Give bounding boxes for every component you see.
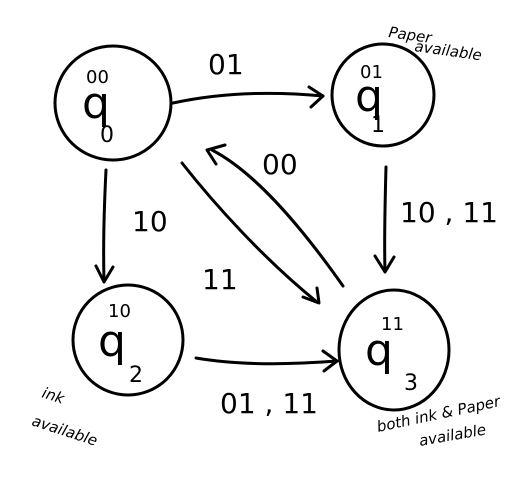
edge-q0-q2-arrowhead (94, 264, 115, 284)
edge-q3-q0-arrowhead (205, 143, 227, 166)
state-q3-circle (337, 288, 451, 412)
state-q1: q 01 1 (330, 42, 436, 148)
edge-q1-q3-label: 10 , 11 (400, 196, 498, 229)
edge-q0-q3-label: 11 (202, 263, 238, 296)
edge-q0-q2: 10 (94, 168, 168, 284)
edge-q2-q3-line (194, 356, 339, 366)
state-q1-subscript: 1 (371, 113, 385, 138)
state-q0: q 00 0 (53, 44, 173, 162)
state-q2-symbol: q (98, 316, 126, 367)
edge-q0-q3-arrowhead (301, 286, 321, 305)
state-q3-symbol: q (365, 325, 393, 376)
state-q2-superscript: 10 (108, 301, 131, 322)
state-q3-subscript: 3 (404, 371, 418, 396)
q2-note-line1: ink (40, 384, 68, 408)
edge-q0-q1: 01 (171, 48, 325, 109)
edge-q3-q0-label: 00 (262, 148, 298, 181)
state-q0-symbol: q (82, 78, 110, 129)
edge-q0-q3-line (180, 161, 319, 304)
edge-q2-q3-label: 01 , 11 (220, 387, 318, 420)
state-q2-subscript: 2 (129, 363, 143, 388)
edge-q0-q1-arrowhead (307, 85, 325, 109)
edge-q3-q0: 00 (205, 143, 345, 288)
edge-q1-q3: 10 , 11 (373, 165, 498, 274)
state-q0-subscript: 0 (100, 123, 114, 148)
edge-q2-q3-arrowhead (321, 349, 339, 373)
state-q1-symbol: q (355, 71, 383, 122)
state-q3-superscript: 11 (381, 314, 404, 335)
state-q1-superscript: 01 (360, 62, 383, 83)
state-q1-circle (330, 42, 436, 148)
q1-note-line1: Paper (387, 23, 433, 47)
state-q3: q 11 3 (337, 288, 451, 412)
edge-q2-q3: 01 , 11 (194, 349, 339, 420)
edge-q0-q1-label: 01 (208, 48, 244, 81)
state-q2-circle (71, 283, 185, 397)
edge-q0-q1-line (171, 91, 325, 105)
edge-q0-q2-label: 10 (132, 205, 168, 238)
state-q2: q 10 2 (71, 283, 185, 397)
q2-note-line2: available (30, 412, 100, 450)
edge-q0-q2-line (102, 168, 108, 282)
q1-note-line2: available (413, 37, 483, 64)
edge-q1-q3-arrowhead (373, 254, 396, 274)
edge-q1-q3-line (383, 165, 388, 273)
state-q0-circle (53, 44, 173, 162)
state-q0-superscript: 00 (86, 67, 109, 88)
edge-q0-q3: 11 (180, 161, 321, 305)
edge-q3-q0-line (210, 148, 345, 288)
